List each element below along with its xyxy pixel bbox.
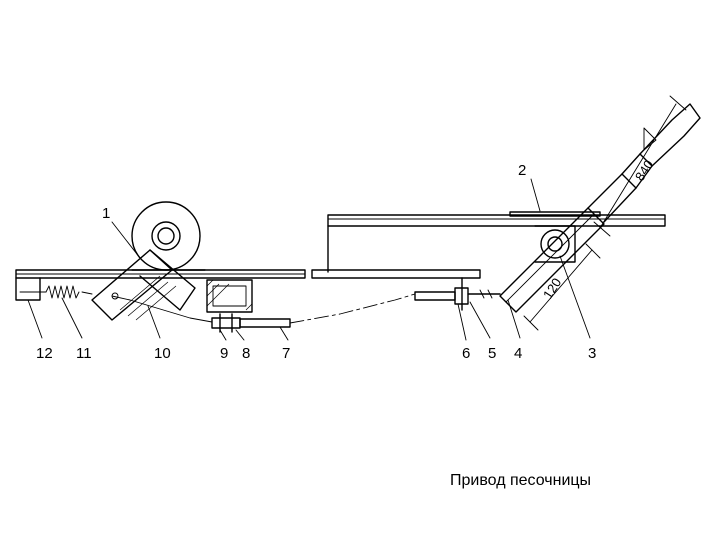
fitting-8: [211, 313, 241, 333]
cable-line: [289, 293, 416, 324]
rod-10: [111, 292, 213, 323]
dimension-840-text: 840: [632, 157, 656, 183]
diagram-caption: Привод песочницы: [450, 472, 592, 489]
beam-9: [206, 279, 253, 313]
label-10: 10: [154, 345, 171, 362]
part-labels: 1 2 3 4 5 6 7 8 9 10 11 12: [36, 162, 596, 362]
label-3: 3: [588, 345, 596, 362]
label-5: 5: [488, 345, 496, 362]
label-6: 6: [462, 345, 470, 362]
spring-11: [35, 285, 93, 299]
label-2: 2: [518, 162, 526, 179]
right-floor-plate: [311, 214, 666, 279]
dimension-120-text: 120: [540, 275, 564, 301]
label-9: 9: [220, 345, 228, 362]
label-12: 12: [36, 345, 53, 362]
left-floor-plate: [15, 269, 306, 279]
label-8: 8: [242, 345, 250, 362]
label-1: 1: [102, 205, 110, 222]
pedal-lever-1: [91, 201, 206, 321]
plate-2: [509, 178, 601, 217]
bracket-5-6: [414, 277, 501, 311]
label-4: 4: [514, 345, 522, 362]
tube-7: [239, 318, 291, 328]
label-11: 11: [76, 345, 92, 362]
label-7: 7: [282, 345, 290, 362]
pivot-3: [534, 225, 576, 263]
bracket-12: [15, 277, 41, 301]
leader-lines: [27, 221, 591, 341]
